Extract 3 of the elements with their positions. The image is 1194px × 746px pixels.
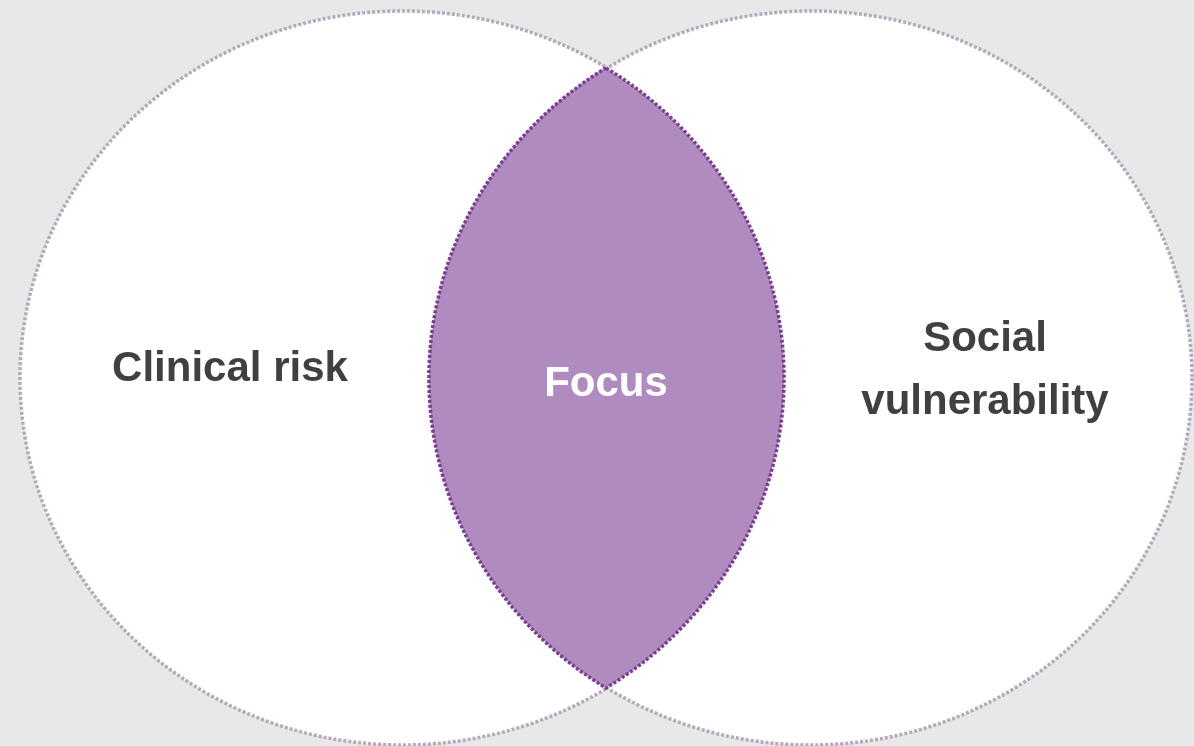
circle-label: Clinical risk — [111, 342, 349, 392]
overlap-label: Focus — [543, 357, 669, 407]
circle-label: Social vulnerability — [860, 312, 1110, 425]
